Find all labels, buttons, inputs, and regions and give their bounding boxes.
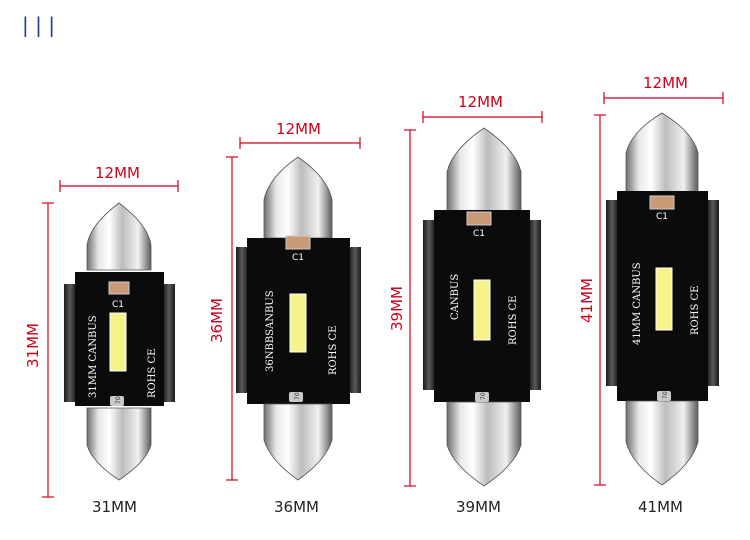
- brand-logo: | | |: [22, 13, 55, 37]
- size-caption: 39MM: [456, 498, 501, 516]
- top-end-cap: [446, 127, 522, 217]
- heatsink-fin-right: [349, 247, 361, 393]
- c1-label: C1: [656, 212, 668, 222]
- top-end-cap: [263, 156, 333, 239]
- height-label: 41MM: [578, 278, 596, 323]
- certification-text: ROHS CE: [147, 349, 158, 398]
- led-chip: [655, 267, 673, 331]
- bottom-end-cap: [446, 401, 522, 487]
- heatsink-fin-right: [163, 284, 175, 402]
- bottom-end-cap: [263, 403, 333, 481]
- bulb-36mm: 36MM 12MM C1 36NBBSANBUS ROHS CE 70 36MM: [208, 120, 361, 516]
- width-label: 12MM: [95, 164, 140, 182]
- led-chip: [289, 293, 307, 353]
- c1-label: C1: [473, 229, 485, 239]
- bulb-31mm: 31MM 12MM C1 31MM CANBUS ROHS CE 70 31MM: [24, 164, 179, 516]
- height-label: 31MM: [24, 323, 42, 368]
- model-text: 36NBBSANBUS: [265, 290, 276, 372]
- size-caption: 41MM: [638, 498, 683, 516]
- led-chip: [109, 312, 127, 372]
- bulb-39mm: 39MM 12MM C1 CANBUS ROHS CE 70 39MM: [388, 93, 543, 516]
- heatsink-fin-left: [236, 247, 248, 393]
- height-label: 36MM: [208, 298, 226, 343]
- size-caption: 31MM: [92, 498, 137, 516]
- led-chip: [473, 279, 491, 341]
- top-end-cap: [625, 112, 699, 197]
- certification-text: ROHS CE: [508, 296, 519, 345]
- height-label: 39MM: [388, 286, 406, 331]
- top-end-cap: [86, 202, 152, 271]
- c1-component: [649, 195, 675, 210]
- model-text: 31MM CANBUS: [88, 315, 99, 398]
- small-component-label: 70: [294, 392, 301, 400]
- bottom-end-cap: [86, 407, 152, 481]
- c1-component: [285, 235, 311, 250]
- bulb-41mm: 41MM 12MM C1 41MM CANBUS ROHS CE 70 41MM: [578, 74, 724, 516]
- width-label: 12MM: [458, 93, 503, 111]
- model-text: CANBUS: [450, 274, 461, 320]
- c1-component: [108, 281, 130, 295]
- size-caption: 36MM: [274, 498, 319, 516]
- c1-component: [466, 211, 492, 226]
- certification-text: ROHS CE: [328, 326, 339, 375]
- small-component-label: 70: [115, 396, 122, 404]
- certification-text: ROHS CE: [690, 286, 701, 335]
- small-component-label: 70: [480, 392, 487, 400]
- heatsink-fin-left: [423, 220, 435, 390]
- width-label: 12MM: [276, 120, 321, 138]
- heatsink-fin-right: [529, 220, 541, 390]
- c1-label: C1: [292, 253, 304, 263]
- heatsink-fin-left: [606, 200, 618, 386]
- c1-label: C1: [112, 300, 124, 310]
- heatsink-fin-left: [64, 284, 76, 402]
- small-component-label: 70: [662, 391, 669, 399]
- width-label: 12MM: [643, 74, 688, 92]
- model-text: 41MM CANBUS: [632, 262, 643, 345]
- bottom-end-cap: [625, 400, 699, 486]
- heatsink-fin-right: [707, 200, 719, 386]
